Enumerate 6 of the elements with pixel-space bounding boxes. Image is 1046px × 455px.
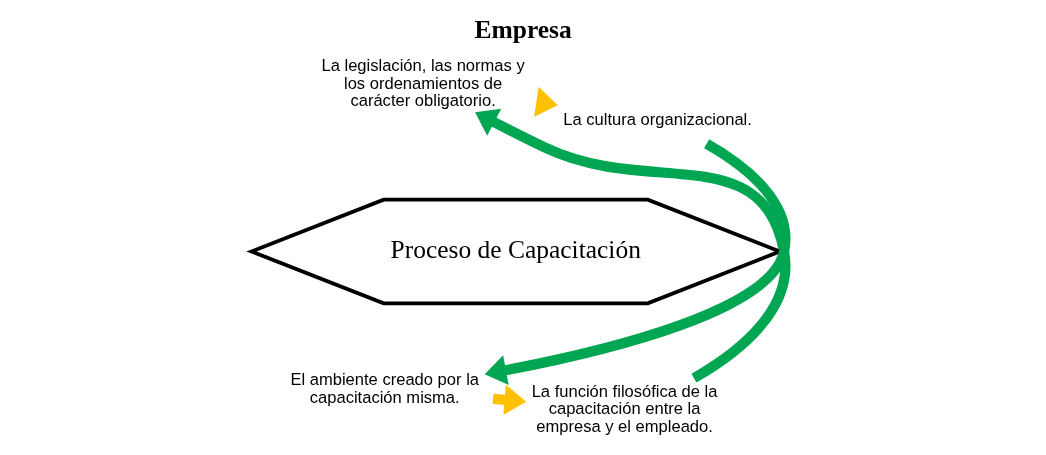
node-text: La cultura organizacional.: [563, 109, 752, 129]
arrow: [534, 86, 558, 117]
node-text: La legislación, las normas y los ordenamientos de carácter obligatorio.: [321, 55, 525, 110]
node-text: El ambiente creado por la capacitación misma.: [290, 369, 480, 407]
node-text: La función filosófica de la capacitación entre la empresa y el empleado.: [531, 381, 718, 436]
diagram-title: Empresa: [474, 14, 572, 44]
